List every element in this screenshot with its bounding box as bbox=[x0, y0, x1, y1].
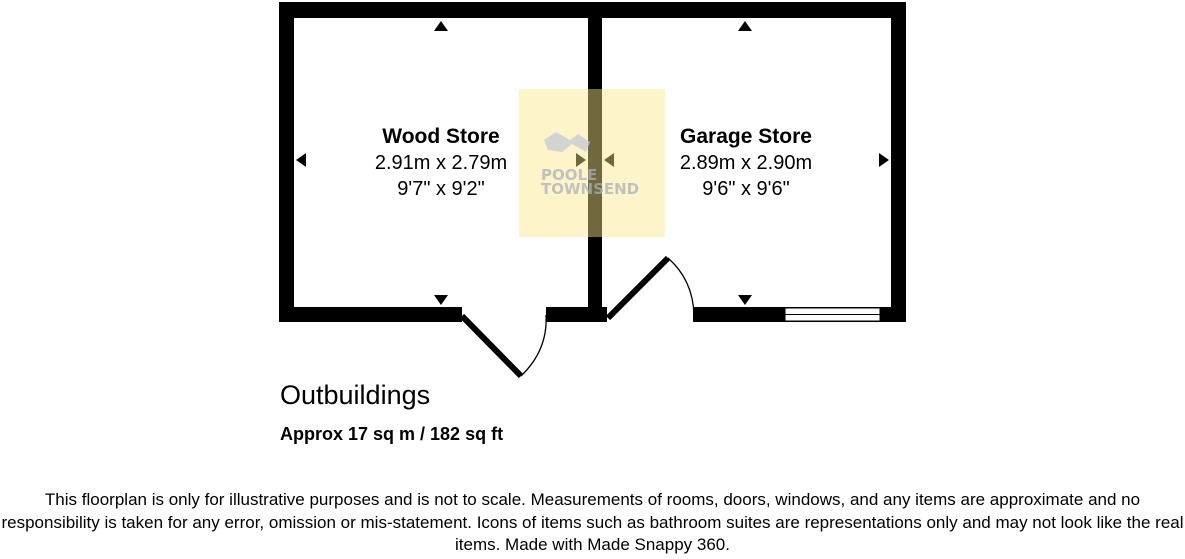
room-name: Wood Store bbox=[382, 125, 499, 148]
door-garage-store bbox=[605, 255, 695, 321]
room-metric: 2.89m x 2.90m bbox=[680, 152, 812, 174]
room-garage-store: Garage Store 2.89m x 2.90m 9'6" x 9'6" bbox=[680, 125, 812, 200]
door-wood-store bbox=[459, 313, 547, 379]
room-imperial: 9'7" x 9'2" bbox=[397, 178, 484, 200]
room-name: Garage Store bbox=[680, 125, 812, 148]
floor-title: Outbuildings bbox=[280, 380, 431, 410]
room-metric: 2.91m x 2.79m bbox=[375, 152, 507, 174]
watermark-line1: POOLE bbox=[541, 166, 597, 184]
watermark-line2: TOWNSEND bbox=[541, 180, 639, 198]
watermark: POOLE TOWNSEND bbox=[519, 89, 665, 237]
window bbox=[784, 307, 881, 322]
dimension-arrows bbox=[296, 21, 889, 305]
floor-area: Approx 17 sq m / 182 sq ft bbox=[280, 424, 504, 444]
room-imperial: 9'6" x 9'6" bbox=[702, 178, 789, 200]
disclaimer: This floorplan is only for illustrative … bbox=[1, 490, 1184, 554]
room-wood-store: Wood Store 2.91m x 2.79m 9'7" x 9'2" bbox=[375, 125, 507, 200]
